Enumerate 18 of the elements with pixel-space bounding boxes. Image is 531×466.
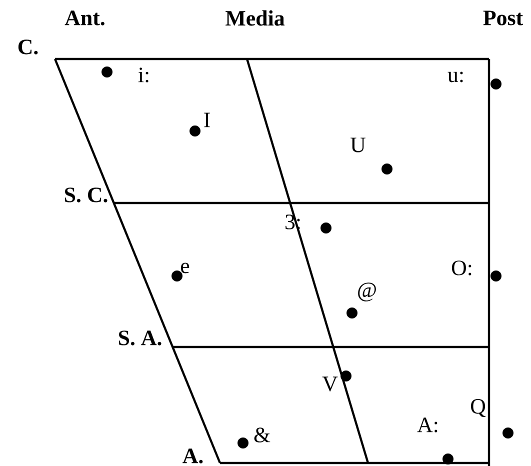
vowel-symbol: V — [322, 376, 338, 392]
vowel-symbol: U — [350, 138, 366, 152]
vowel-symbol: O: — [452, 260, 472, 276]
vowel-symbol: u: — [448, 72, 463, 82]
column-heading: Post — [483, 10, 523, 26]
row-heading: S. A. — [118, 330, 162, 346]
vowel-symbol: e — [181, 262, 190, 274]
vowel-symbol: I — [204, 112, 210, 128]
row-heading: C. — [18, 40, 38, 54]
column-heading: Ant. — [64, 10, 104, 26]
vowel-symbol: i: — [138, 68, 148, 82]
column-heading: Media — [226, 10, 284, 26]
row-heading: A. — [182, 448, 203, 464]
vowel-symbol: & — [254, 428, 270, 442]
vowel-symbol: A: — [417, 418, 438, 432]
vowel-symbol: Q — [471, 398, 486, 418]
vowel-symbol: @ — [358, 282, 376, 302]
row-heading: S. C. — [64, 188, 108, 202]
